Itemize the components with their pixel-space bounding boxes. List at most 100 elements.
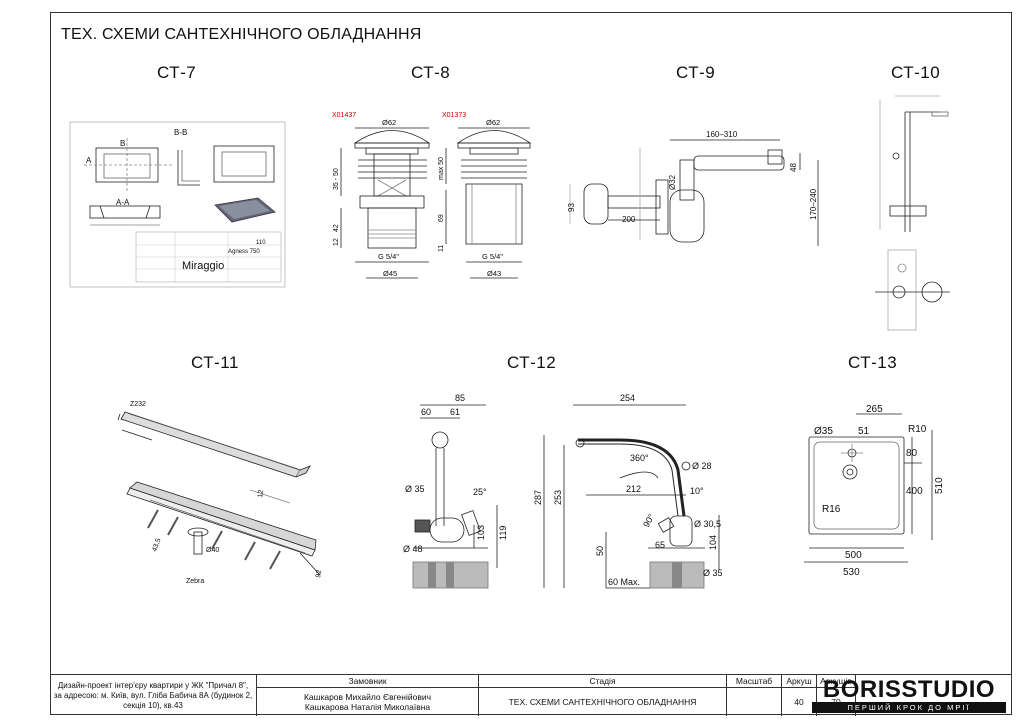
ct13-r16: R16 [822, 504, 841, 515]
ct11-z232: Z232 [130, 401, 146, 408]
ct12-d28: Ø 28 [692, 461, 712, 471]
client-header: Замовник [257, 675, 479, 687]
label-ct9: СТ-9 [676, 63, 716, 82]
ct12-w60: 60 [421, 407, 431, 417]
ct12-a90: 90° [641, 512, 657, 529]
title-block-divider [257, 687, 856, 688]
ct12-r360: 360° [630, 453, 649, 463]
ct11-linear-drain [117, 411, 321, 576]
ct13-w500: 500 [845, 550, 862, 561]
drawing-sheet-frame [50, 12, 1012, 715]
ct7-section-b: B-B [174, 128, 187, 137]
ct13-r10: R10 [908, 424, 927, 435]
ct8-code-right: X01373 [442, 112, 466, 119]
page-title: ТЕХ. СХЕМИ САНТЕХНІЧНОГО ОБЛАДНАННЯ [61, 26, 422, 43]
ct12-w254: 254 [620, 393, 635, 403]
ct12-h287: 287 [533, 490, 543, 505]
ct12-d48: Ø 48 [403, 544, 423, 554]
label-ct12: СТ-12 [507, 353, 557, 372]
sheet-value: 40 [782, 687, 817, 716]
ct7-num: 110 [256, 240, 266, 246]
ct12-w212: 212 [626, 484, 641, 494]
label-ct10: СТ-10 [891, 63, 941, 82]
ct8-d62-left: Ø62 [382, 118, 396, 127]
ct13-sink [804, 413, 933, 563]
sheets-header: Аркушів [817, 675, 856, 687]
ct11-h43-5: 43,5 [151, 537, 162, 552]
ct11-w92: 92 [315, 569, 323, 578]
ct9-h93: 93 [567, 203, 576, 212]
ct12-a25: 25° [473, 487, 487, 497]
ct9-w200: 200 [622, 215, 636, 224]
client-names: Кашкаров Михайло Євгенійович Кашкарова Н… [257, 687, 479, 716]
sheet-header: Аркуш [782, 675, 817, 687]
ct13-d35: Ø35 [814, 426, 833, 437]
ct13-h400: 400 [906, 486, 923, 497]
ct8-d45: Ø45 [383, 269, 397, 278]
ct8-code-left: X01437 [332, 112, 356, 119]
ct12-w61: 61 [450, 407, 460, 417]
project-description: Дизайн-проект інтер'єру квартири у ЖК "П… [50, 675, 257, 716]
ct13-w265: 265 [866, 404, 883, 415]
ct8-h11: 11 [438, 245, 445, 252]
ct11-zebra: Zebra [186, 578, 204, 585]
ct12-w85: 85 [455, 393, 465, 403]
ct8-h69: 69 [438, 214, 445, 222]
label-ct11: СТ-11 [191, 353, 239, 372]
ct12-faucet-left [412, 404, 498, 589]
ct8-h35-50: 35 - 50 [333, 168, 340, 190]
sheets-value: 70 [817, 687, 856, 716]
ct13-h510: 510 [934, 477, 945, 494]
ct7-section-a: A-A [116, 198, 130, 207]
ct13-h80: 80 [906, 448, 918, 459]
ct12-h119: 119 [498, 526, 508, 540]
title-block: Дизайн-проект інтер'єру квартири у ЖК "П… [50, 674, 1012, 716]
ct7-mark-b: B [120, 139, 125, 148]
ct12-a10: 10° [690, 486, 704, 496]
ct12-d35a: Ø 35 [405, 484, 425, 494]
ct9-w160-310: 160–310 [706, 130, 738, 139]
ct12-d30-5: Ø 30,5 [694, 519, 721, 529]
ct13-w530: 530 [843, 567, 860, 578]
label-ct13: СТ-13 [848, 353, 898, 372]
logo-slogan: ПЕРШИЙ КРОК ДО МРІЇ [812, 702, 1006, 713]
ct11-d40: Ø40 [206, 547, 219, 554]
ct12-w65: 65 [655, 540, 665, 550]
ct7-mark-a: A [86, 156, 92, 165]
ct9-bottle-trap [569, 139, 819, 246]
ct12-h50: 50 [595, 546, 605, 556]
label-ct8: СТ-8 [411, 63, 451, 82]
ct10-shower-column [875, 95, 950, 331]
ct8-h12: 12 [333, 238, 340, 246]
stage-header: Стадія [479, 675, 727, 687]
ct7-drawing [69, 121, 286, 288]
scale-value [727, 687, 782, 716]
ct7-brand: Miraggio [182, 260, 224, 272]
ct8-d43: Ø43 [487, 269, 501, 278]
ct9-h48: 48 [789, 163, 798, 172]
ct8-drain-right [445, 127, 532, 279]
ct8-h42: 42 [333, 224, 340, 232]
ct12-d35b: Ø 35 [703, 568, 723, 578]
ct9-d32: Ø32 [668, 174, 677, 190]
ct12-h103: 103 [476, 525, 486, 540]
ct13-w51: 51 [858, 426, 870, 437]
ct8-g-right: G 5/4" [482, 252, 503, 261]
stage-value: ТЕХ. СХЕМИ САНТЕХНІЧНОГО ОБЛАДНАННЯ [479, 687, 727, 716]
ct11-w12: 12 [257, 489, 265, 498]
ct12-max60: 60 Max. [608, 577, 640, 587]
ct9-h170-240: 170–240 [809, 188, 818, 220]
scale-header: Масштаб [727, 675, 782, 687]
label-ct7: СТ-7 [157, 63, 197, 82]
studio-logo: BORISSTUDIO ПЕРШИЙ КРОК ДО МРІЇ [808, 676, 1010, 713]
logo-text: BORISSTUDIO [822, 676, 996, 703]
client-name-2: Кашкарова Наталія Миколаївна [304, 701, 431, 712]
ct8-max50: max 50 [438, 157, 445, 180]
client-name-1: Кашкаров Михайло Євгенійович [303, 691, 432, 702]
ct7-model: Agness 750 [228, 249, 260, 255]
ct12-faucet-right [543, 404, 720, 589]
ct12-h253: 253 [553, 490, 563, 505]
ct8-drain-left [340, 127, 431, 279]
ct8-g-left: G 5/4" [378, 252, 399, 261]
